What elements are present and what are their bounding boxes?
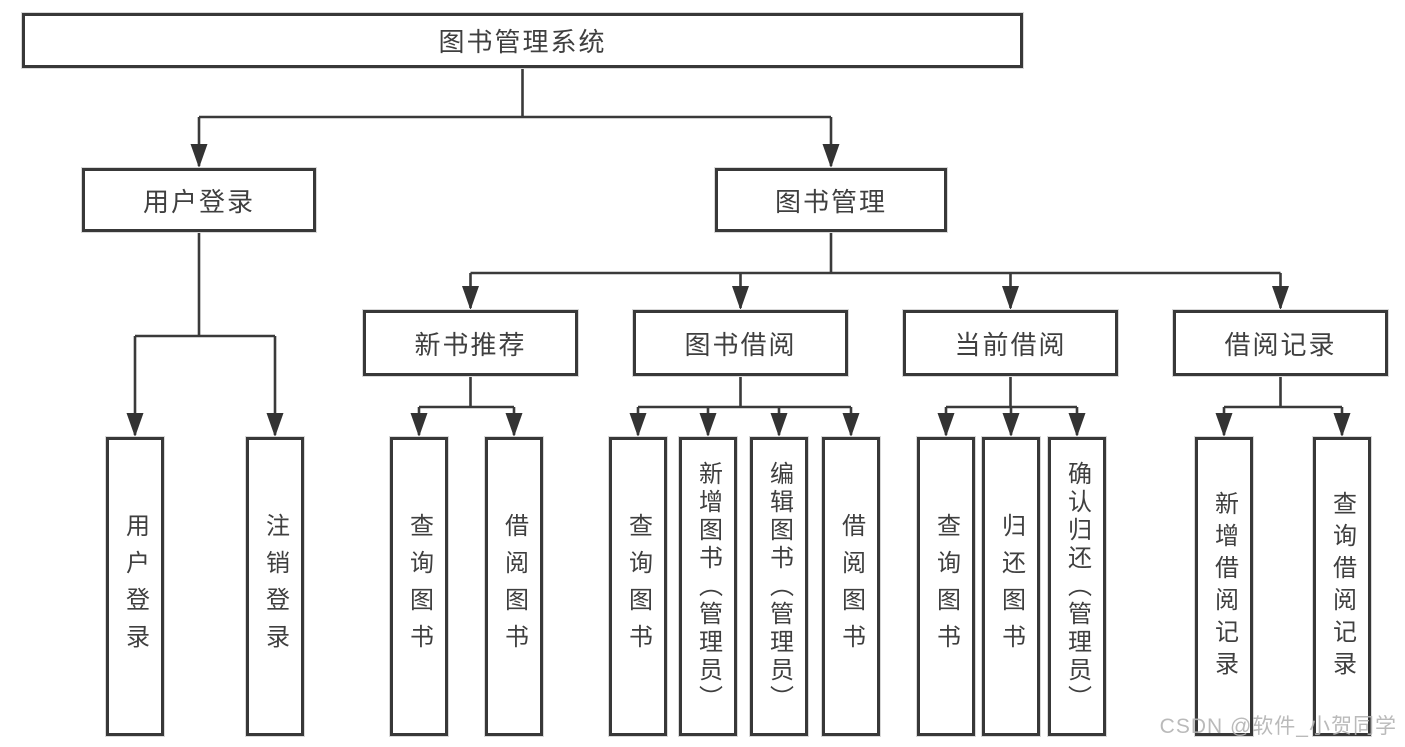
leaf-query-books-borrow: 查询图书 xyxy=(608,436,668,737)
leaf-add-borrow-record: 新增借阅记录 xyxy=(1194,436,1254,737)
node-book-borrowing: 图书借阅 xyxy=(632,309,849,377)
leaf-return-books: 归还图书 xyxy=(981,436,1041,737)
node-book-management: 图书管理 xyxy=(714,167,948,233)
node-label: 用户登录 xyxy=(142,186,255,217)
arrowhead-borrow-leaves xyxy=(629,413,860,437)
node-label: 编辑图书（管理员） xyxy=(765,460,793,713)
node-label: 注销登录 xyxy=(261,512,289,661)
node-user-login: 用户登录 xyxy=(81,167,317,233)
leaf-query-borrow-record: 查询借阅记录 xyxy=(1312,436,1372,737)
node-label: 图书借阅 xyxy=(684,329,797,360)
node-label: 查询图书 xyxy=(405,512,433,661)
connector-record-to-leaves xyxy=(1222,376,1344,435)
node-label: 借阅图书 xyxy=(500,512,528,661)
leaf-borrow-books: 借阅图书 xyxy=(821,436,881,737)
node-label: 新增图书（管理员） xyxy=(694,460,722,713)
connector-recommend-to-leaves xyxy=(417,376,516,435)
leaf-edit-books-admin: 编辑图书（管理员） xyxy=(749,436,809,737)
node-label: 用户登录 xyxy=(121,512,149,661)
node-label: 借阅图书 xyxy=(837,512,865,661)
node-label: 归还图书 xyxy=(997,512,1025,661)
node-root-library-system: 图书管理系统 xyxy=(21,12,1024,69)
node-label: 查询图书 xyxy=(932,512,960,661)
node-borrowing-records: 借阅记录 xyxy=(1172,309,1389,377)
arrowhead-current-leaves xyxy=(937,413,1086,437)
node-label: 图书管理 xyxy=(774,186,887,217)
arrowhead-record-leaves xyxy=(1215,413,1351,437)
connector-management-to-level3 xyxy=(469,232,1282,308)
leaf-user-login: 用户登录 xyxy=(105,436,165,737)
csdn-watermark: CSDN @软件_小贺同学 xyxy=(1159,715,1397,738)
leaf-borrow-books-recommend: 借阅图书 xyxy=(484,436,544,737)
node-new-book-recommend: 新书推荐 xyxy=(362,309,579,377)
node-current-borrowing: 当前借阅 xyxy=(902,309,1119,377)
node-label: 图书管理系统 xyxy=(438,27,607,57)
connector-login-to-leaves xyxy=(133,232,277,435)
node-label: 当前借阅 xyxy=(954,329,1067,360)
leaf-confirm-return-admin: 确认归还（管理员） xyxy=(1047,436,1107,737)
leaf-query-books-recommend: 查询图书 xyxy=(389,436,449,737)
connector-root-to-level2 xyxy=(197,68,833,166)
leaf-add-books-admin: 新增图书（管理员） xyxy=(678,436,738,737)
node-label: 查询借阅记录 xyxy=(1328,490,1356,683)
leaf-logout: 注销登录 xyxy=(245,436,305,737)
arrowhead-level2 xyxy=(190,144,840,168)
node-label: 借阅记录 xyxy=(1224,329,1337,360)
arrowhead-level3 xyxy=(462,286,1289,310)
leaf-query-books-current: 查询图书 xyxy=(916,436,976,737)
node-label: 新书推荐 xyxy=(414,329,527,360)
node-label: 查询图书 xyxy=(624,512,652,661)
arrowhead-recommend-leaves xyxy=(410,413,523,437)
node-label: 新增借阅记录 xyxy=(1210,490,1238,683)
connector-borrow-to-leaves xyxy=(636,376,853,435)
arrowhead-login-leaves xyxy=(126,413,284,437)
node-label: 确认归还（管理员） xyxy=(1063,460,1091,713)
